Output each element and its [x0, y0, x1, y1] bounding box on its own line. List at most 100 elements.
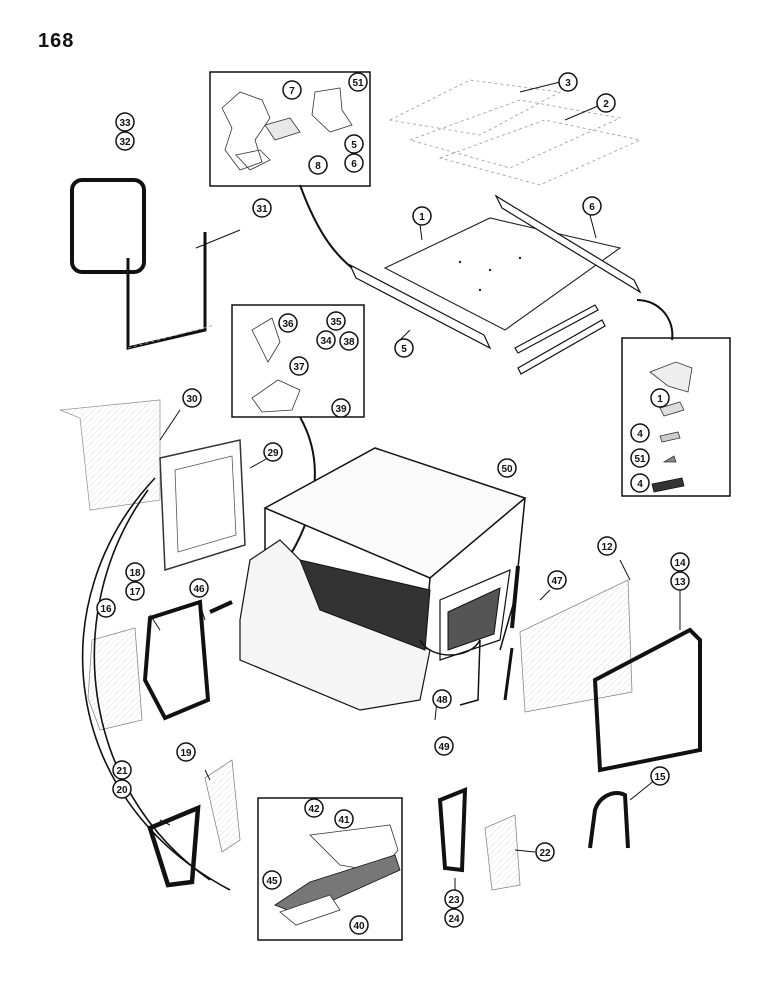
callout-14: 14: [670, 552, 690, 572]
callout-40: 40: [349, 915, 369, 935]
callout-23: 23: [444, 889, 464, 909]
rear-glass: [59, 399, 161, 511]
svg-text:42: 42: [308, 804, 320, 815]
svg-text:36: 36: [282, 319, 294, 330]
svg-text:22: 22: [539, 848, 551, 859]
window-seal-23-24: [437, 787, 468, 873]
callout-51: 51: [348, 72, 368, 92]
leader-curve-upper: [299, 184, 353, 269]
callout-46: 46: [189, 578, 209, 598]
svg-text:4: 4: [637, 479, 643, 490]
callout-7: 7: [282, 80, 302, 100]
svg-text:17: 17: [129, 587, 141, 598]
callout-1: 1: [650, 388, 670, 408]
callout-2: 2: [596, 93, 616, 113]
callout-20: 20: [112, 779, 132, 799]
svg-text:14: 14: [674, 558, 686, 569]
roof-panels: [388, 79, 642, 186]
detail-box-bottom: [257, 797, 403, 941]
callout-51: 51: [630, 448, 650, 468]
callout-24: 24: [444, 908, 464, 928]
svg-text:20: 20: [116, 785, 128, 796]
callout-8: 8: [308, 155, 328, 175]
callout-39: 39: [331, 398, 351, 418]
callout-49: 49: [434, 736, 454, 756]
svg-text:21: 21: [116, 766, 128, 777]
callout-19: 19: [176, 742, 196, 762]
callout-22: 22: [535, 842, 555, 862]
svg-text:39: 39: [335, 404, 347, 415]
svg-text:23: 23: [448, 895, 460, 906]
detail-box-upper: [209, 71, 371, 187]
svg-text:1: 1: [419, 212, 425, 223]
svg-text:19: 19: [180, 748, 192, 759]
side-rails: [348, 194, 642, 375]
detail-box-right: [621, 337, 731, 497]
callout-38: 38: [339, 331, 359, 351]
leader-curve-left-outer: [81, 477, 231, 891]
seal-strip: [126, 232, 207, 350]
svg-text:30: 30: [186, 394, 198, 405]
leader-curve-right: [636, 299, 674, 341]
svg-text:13: 13: [674, 577, 686, 588]
svg-text:41: 41: [338, 815, 350, 826]
callout-42: 42: [304, 798, 324, 818]
svg-text:16: 16: [100, 604, 112, 615]
callout-31: 31: [252, 198, 272, 218]
svg-text:5: 5: [351, 140, 357, 151]
svg-text:1: 1: [657, 394, 663, 405]
svg-text:38: 38: [343, 337, 355, 348]
window-seal-17-18: [142, 599, 211, 721]
svg-text:48: 48: [436, 695, 448, 706]
callout-37: 37: [289, 356, 309, 376]
svg-text:46: 46: [193, 584, 205, 595]
svg-text:47: 47: [551, 576, 563, 587]
callout-17: 17: [125, 581, 145, 601]
svg-text:34: 34: [320, 336, 332, 347]
window-frame: [159, 439, 246, 572]
callout-5: 5: [344, 134, 364, 154]
svg-text:8: 8: [315, 161, 321, 172]
callout-48: 48: [432, 689, 452, 709]
callout-29: 29: [263, 442, 283, 462]
callout-50: 50: [497, 458, 517, 478]
svg-text:6: 6: [589, 202, 595, 213]
callout-30: 30: [182, 388, 202, 408]
svg-text:45: 45: [266, 876, 278, 887]
callout-18: 18: [125, 562, 145, 582]
svg-text:15: 15: [654, 772, 666, 783]
callout-4: 4: [630, 473, 650, 493]
cab-body: [239, 447, 527, 711]
svg-text:51: 51: [634, 454, 646, 465]
svg-text:29: 29: [267, 448, 279, 459]
callout-47: 47: [547, 570, 567, 590]
svg-text:18: 18: [129, 568, 141, 579]
side-glass-12: [519, 579, 633, 713]
svg-text:50: 50: [501, 464, 513, 475]
callout-15: 15: [650, 766, 670, 786]
page-number: 168: [38, 30, 75, 52]
svg-text:37: 37: [293, 362, 305, 373]
callout-41: 41: [334, 809, 354, 829]
svg-text:51: 51: [352, 78, 364, 89]
window-seal-20-21: [147, 804, 201, 888]
glass-19: [204, 759, 241, 853]
callout-36: 36: [278, 313, 298, 333]
callout-6: 6: [582, 196, 602, 216]
glass-16: [87, 627, 143, 731]
svg-text:49: 49: [438, 742, 450, 753]
svg-text:2: 2: [603, 99, 609, 110]
svg-text:7: 7: [289, 86, 295, 97]
window-seal-top-left: [70, 178, 146, 274]
callout-16: 16: [96, 598, 116, 618]
svg-text:24: 24: [448, 914, 460, 925]
svg-text:33: 33: [119, 118, 131, 129]
svg-text:40: 40: [353, 921, 365, 932]
callout-35: 35: [326, 311, 346, 331]
svg-text:4: 4: [637, 429, 643, 440]
callout-5: 5: [394, 338, 414, 358]
svg-text:32: 32: [119, 137, 131, 148]
detail-box-middle: [231, 304, 365, 418]
